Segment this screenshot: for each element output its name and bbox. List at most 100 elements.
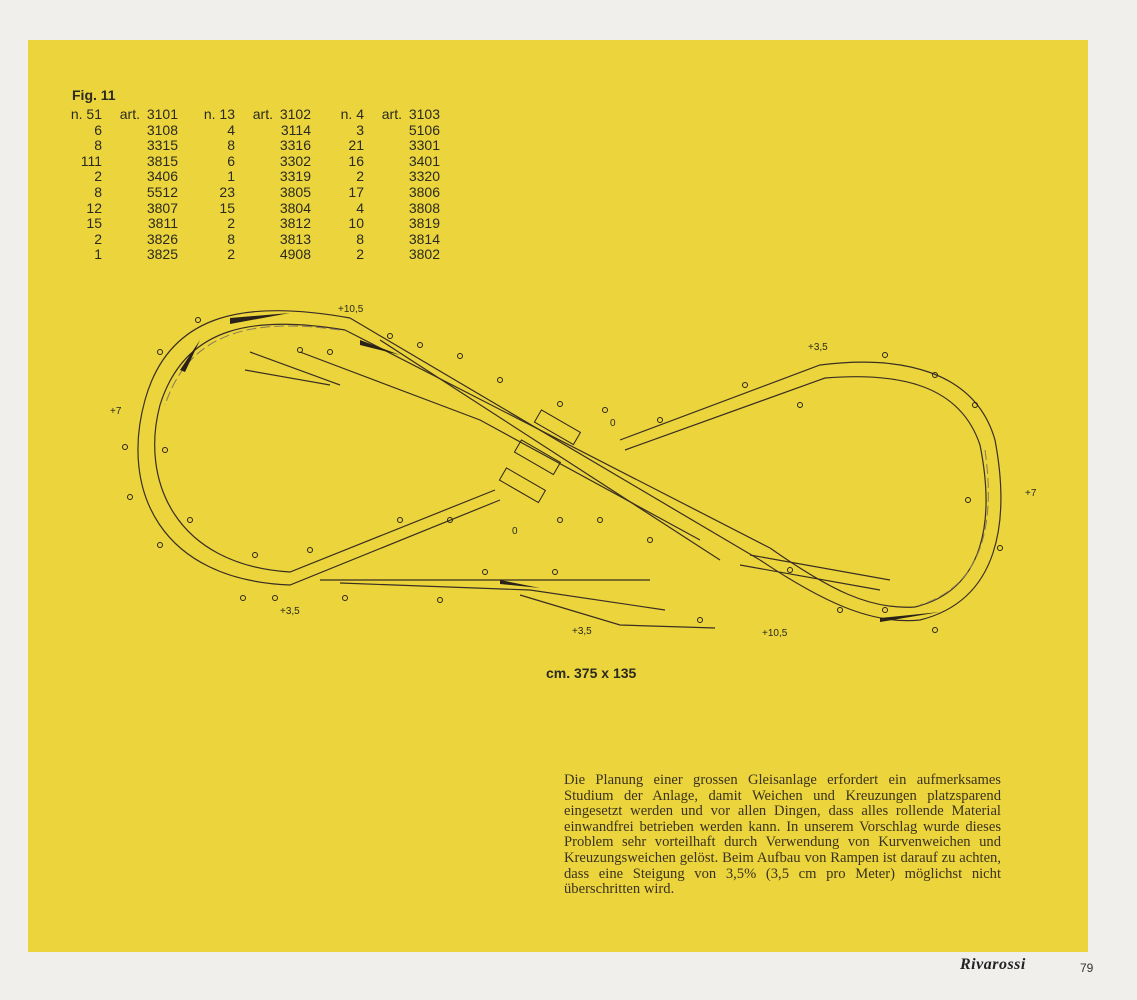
table-row: 3 5106 — [324, 121, 440, 139]
article-number: 3103 — [408, 106, 440, 122]
signal-marker — [787, 567, 793, 573]
right-loop-outer — [619, 361, 1002, 622]
article-number: 3108 — [146, 121, 178, 138]
label-center-top: 0 — [610, 418, 616, 429]
siding-2 — [339, 582, 666, 611]
signal-marker — [272, 595, 278, 601]
article-number: 3401 — [408, 152, 440, 169]
signal-marker — [497, 377, 503, 383]
article-number: 3316 — [279, 137, 311, 154]
track-lines — [137, 310, 1002, 629]
table-row: 15 3811 — [62, 216, 178, 232]
signal-marker — [157, 542, 163, 548]
label-bottom-left: +3,5 — [280, 606, 300, 617]
article-number: 3813 — [279, 230, 311, 247]
label-center-bottom: 0 — [512, 526, 518, 537]
signal-marker — [342, 595, 348, 601]
article-number: 3114 — [280, 121, 311, 138]
table-row: 8 3315 — [62, 138, 178, 154]
signal-marker — [187, 517, 193, 523]
article-number: 3819 — [408, 215, 440, 232]
quantity: 2 — [227, 246, 235, 263]
table-row: 16 3401 — [324, 152, 440, 170]
signal-marker — [657, 417, 663, 423]
signal-marker — [697, 617, 703, 623]
signal-marker — [997, 545, 1003, 551]
quantity: 10 — [348, 215, 364, 232]
quantity: 21 — [348, 137, 364, 154]
signal-marker — [602, 407, 608, 413]
signal-marker — [837, 607, 843, 613]
signal-marker — [157, 349, 163, 355]
diagonal-3 — [379, 339, 721, 561]
quantity: n. 13 — [203, 106, 235, 122]
signal-marker — [127, 494, 133, 500]
diagonal-4 — [299, 351, 701, 541]
table-row: 10 3819 — [324, 216, 440, 232]
label-bottom-right: +10,5 — [762, 628, 788, 639]
quantity: 8 — [94, 137, 102, 154]
article-number: 3812 — [279, 215, 311, 232]
quantity: 15 — [219, 199, 235, 216]
art-label: art. — [119, 106, 140, 122]
siding-3 — [519, 594, 716, 629]
quantity: 3 — [356, 121, 364, 138]
article-number: 3301 — [408, 137, 440, 154]
quantity: 8 — [356, 230, 364, 247]
quantity: 16 — [348, 152, 364, 169]
signal-marker — [557, 517, 563, 523]
signal-marker — [932, 372, 938, 378]
quantity: 8 — [227, 137, 235, 154]
article-number: 3406 — [146, 168, 178, 185]
quantity: 2 — [356, 246, 364, 263]
signal-marker — [797, 402, 803, 408]
quantity: 1 — [94, 246, 102, 263]
signal-marker — [297, 347, 303, 353]
signal-marker — [252, 552, 258, 558]
signal-marker — [327, 349, 333, 355]
label-top-right: +3,5 — [808, 342, 828, 353]
quantity: 8 — [94, 183, 102, 200]
layout-dimensions: cm. 375 x 135 — [546, 665, 637, 681]
article-number: 3102 — [279, 106, 311, 122]
quantity: 15 — [86, 215, 102, 232]
label-left: +7 — [110, 406, 122, 417]
article-number: 3802 — [408, 246, 440, 263]
article-number: 3315 — [146, 137, 178, 154]
table-row: 2 3406 — [62, 169, 178, 185]
label-right: +7 — [1025, 488, 1037, 499]
quantity: 4 — [356, 199, 364, 216]
article-number: 3811 — [147, 215, 178, 232]
signal-marker — [557, 401, 563, 407]
signal-marker — [647, 537, 653, 543]
signal-marker — [447, 517, 453, 523]
signal-marker — [932, 627, 938, 633]
article-number: 3807 — [146, 199, 178, 216]
switch-marks — [180, 313, 940, 622]
left-loop-outer — [137, 310, 501, 586]
signal-marker — [437, 597, 443, 603]
signal-marker — [307, 547, 313, 553]
diagonal-2 — [344, 329, 771, 549]
article-number: 5106 — [408, 121, 440, 138]
signal-marker — [882, 352, 888, 358]
quantity: 2 — [94, 168, 102, 185]
